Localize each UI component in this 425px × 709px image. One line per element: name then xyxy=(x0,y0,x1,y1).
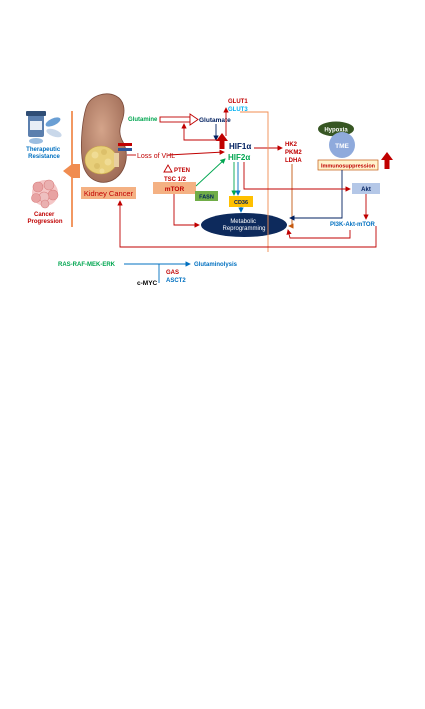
hif1a-label: HIF1α xyxy=(229,142,251,151)
asct2-label: ASCT2 xyxy=(166,278,186,284)
ldha-label: LDHA xyxy=(285,158,302,164)
hif2a-label: HIF2α xyxy=(228,153,250,162)
outcome-bracket-arrow xyxy=(63,111,80,227)
hk2-label: HK2 xyxy=(285,142,298,148)
pkm2-label: PKM2 xyxy=(285,150,302,156)
tsc-label: TSC 1/2 xyxy=(164,177,187,183)
fasn-label: FASN xyxy=(199,195,214,201)
mtor-label: mTOR xyxy=(165,186,185,193)
pill-bottle-icon xyxy=(26,111,62,144)
kidney-cancer-label: Kidney Cancer xyxy=(84,189,134,198)
tme-label: TME xyxy=(335,143,349,150)
kidney-icon xyxy=(80,93,132,183)
glutaminolysis-label: Glutaminolysis xyxy=(194,262,238,268)
c-myc-label: c-MYC xyxy=(137,280,158,287)
tme-circle xyxy=(329,132,355,158)
fasn-box xyxy=(195,191,218,201)
hif-up-arrow-icon xyxy=(216,133,228,149)
metabolic-reprogramming-ellipse xyxy=(201,213,287,237)
pi3k-akt-mtor-label: PI3K-Akt-mTOR xyxy=(330,222,376,228)
immunosuppression-up-arrow-icon xyxy=(381,152,393,169)
therapeutic-resistance-label: Therapeutic Resistance xyxy=(26,147,62,160)
pten-label: PTEN xyxy=(174,168,190,174)
immunosuppression-box xyxy=(317,159,379,171)
mtor-box xyxy=(153,182,196,194)
glut3-label: GLUT3 xyxy=(228,107,248,113)
metabolic-reprogramming-label: Metabolic Reprogramming xyxy=(222,219,265,232)
glutamine-label: Glutamine xyxy=(128,117,158,123)
akt-box xyxy=(352,183,380,194)
cancer-cells-icon xyxy=(31,179,59,209)
connection-arrows xyxy=(117,107,377,252)
hypoxia-label: Hypoxia xyxy=(324,128,348,134)
immunosuppression-label: Immunosuppression xyxy=(321,164,376,170)
glutamine-to-glutamate-arrow xyxy=(159,113,199,126)
gas-label: GAS xyxy=(166,270,179,276)
glutamate-label: Glutamate xyxy=(199,117,231,124)
glut1-label: GLUT1 xyxy=(228,99,248,105)
loss-of-vhl-label: Loss of VHL xyxy=(137,153,175,160)
akt-label: Akt xyxy=(361,187,371,193)
cancer-progression-label: Cancer Progression xyxy=(27,212,62,225)
pten-triangle-icon xyxy=(163,164,173,173)
kidney-cancer-box xyxy=(81,187,136,199)
cd36-label: CD36 xyxy=(234,200,248,206)
ras-raf-mek-erk-label: RAS-RAF-MEK-ERK xyxy=(58,262,116,268)
cd36-box xyxy=(229,196,253,207)
